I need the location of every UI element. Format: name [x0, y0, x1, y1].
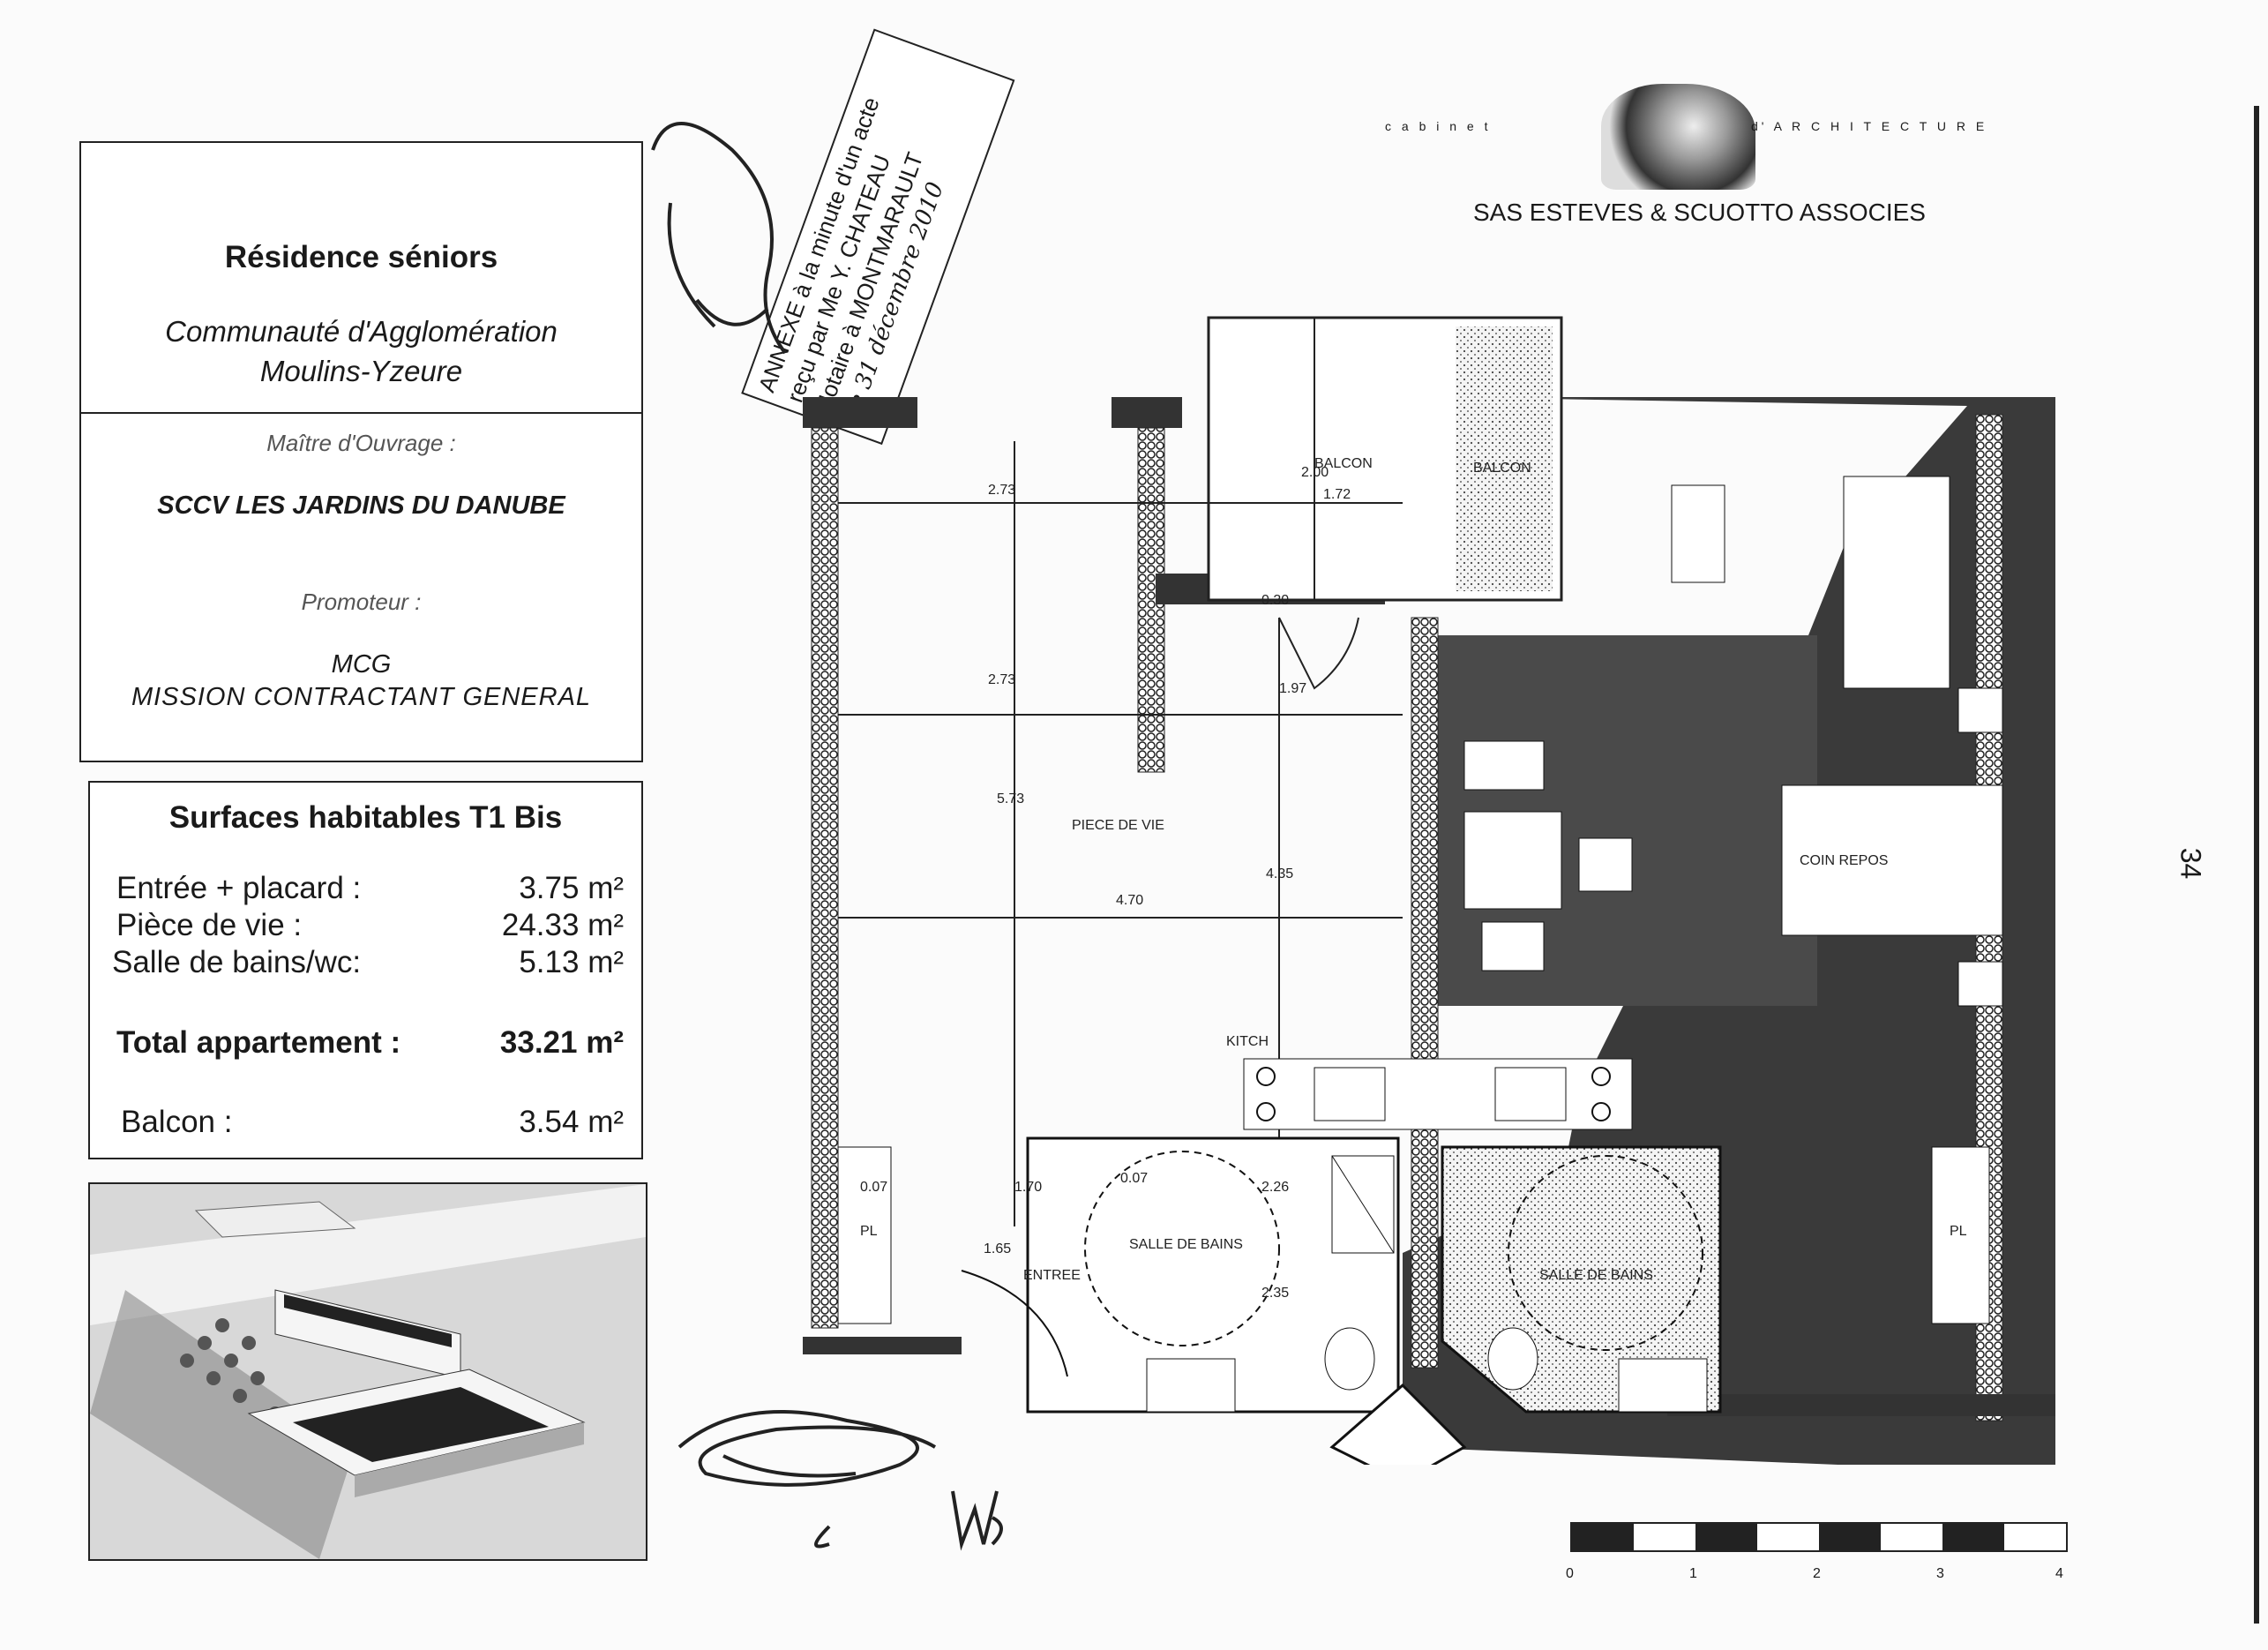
- balcony-label: Balcon :: [121, 1105, 233, 1139]
- dim-030: 0.30: [1261, 593, 1289, 608]
- project-info-box: Résidence séniors Communauté d'Aggloméra…: [79, 141, 643, 762]
- label-pl-left: PL: [860, 1224, 878, 1239]
- dim-200: 2.00: [1301, 465, 1329, 480]
- label-piece-de-vie: PIECE DE VIE: [1072, 818, 1164, 833]
- balcony-value: 3.54 m²: [519, 1105, 624, 1139]
- community-line-2: Moulins-Yzeure: [259, 355, 463, 387]
- page-number: 34: [2174, 847, 2207, 880]
- scale-tick-3: 3: [1936, 1566, 1944, 1581]
- label-balcon-left: BALCON: [1314, 456, 1373, 471]
- architect-header: c a b i n e t d' A R C H I T E C T U R E…: [1385, 84, 2002, 234]
- chair-top: [1463, 740, 1545, 791]
- scale-bar: [1570, 1522, 2068, 1552]
- dim-226: 2.26: [1261, 1180, 1289, 1195]
- dim-007b: 0.07: [860, 1180, 887, 1195]
- washbasin-right: [1618, 1358, 1708, 1413]
- promoter-line-1: MCG: [331, 650, 392, 679]
- owner-name: SCCV LES JARDINS DU DANUBE: [157, 491, 565, 520]
- total-label: Total appartement :: [116, 1025, 401, 1060]
- owner-label: Maître d'Ouvrage :: [266, 430, 456, 456]
- dim-007a: 0.07: [1120, 1171, 1148, 1186]
- residence-title: Résidence séniors: [224, 240, 498, 274]
- surface-value-piece: 24.33 m²: [501, 908, 624, 942]
- floor-plan: BALCON BALCON PIECE DE VIE REPAS COIN RE…: [803, 316, 2055, 1465]
- dim-165: 1.65: [984, 1241, 1011, 1256]
- promoter-label: Promoteur :: [301, 589, 422, 615]
- dim-170: 1.70: [1014, 1180, 1042, 1195]
- surfaces-box: Surfaces habitables T1 Bis Entrée + plac…: [88, 781, 643, 1159]
- closet-right: [1931, 1146, 1990, 1324]
- scale-ticks: 0 1 2 3 4: [1561, 1566, 2082, 1593]
- label-sdb-left: SALLE DE BAINS: [1129, 1237, 1243, 1252]
- balcony-right: [1456, 326, 1553, 591]
- surface-label-sdb: Salle de bains/wc:: [112, 945, 362, 979]
- label-entree: ENTREE: [1023, 1268, 1081, 1283]
- washbasin-left: [1146, 1358, 1236, 1413]
- surfaces-title: Surfaces habitables T1 Bis: [168, 800, 563, 835]
- header-cabinet: c a b i n e t: [1385, 119, 1492, 133]
- label-pl-right: PL: [1950, 1224, 1967, 1239]
- dim-235: 2.35: [1261, 1286, 1289, 1301]
- total-value: 33.21 m²: [499, 1025, 624, 1060]
- initials: [951, 1490, 1003, 1551]
- scale-tick-2: 2: [1813, 1566, 1821, 1581]
- logo-emblem: [1601, 84, 1755, 190]
- promoter-line-2: MISSION CONTRACTANT GENERAL: [131, 683, 592, 711]
- dim-273a: 2.73: [988, 483, 1015, 498]
- aerial-photo: [88, 1182, 647, 1561]
- wall-party: [1411, 617, 1439, 1369]
- scale-tick-0: 0: [1566, 1566, 1574, 1581]
- label-balcon-right: BALCON: [1473, 461, 1531, 476]
- surface-value-entree: 3.75 m²: [519, 871, 624, 905]
- header-architecture: d' A R C H I T E C T U R E: [1751, 119, 1988, 133]
- dim-197: 1.97: [1279, 681, 1306, 696]
- dim-172: 1.72: [1323, 487, 1351, 502]
- dim-435: 4.35: [1266, 866, 1293, 881]
- dim-273b: 2.73: [988, 672, 1015, 687]
- scale-tick-4: 4: [2055, 1566, 2063, 1581]
- signature-top: [651, 122, 787, 355]
- surface-label-entree: Entrée + placard :: [116, 871, 362, 905]
- label-kitch: KITCH: [1226, 1034, 1269, 1049]
- wall-left: [811, 427, 839, 1329]
- scale-tick-1: 1: [1689, 1566, 1697, 1581]
- dining-table: [1463, 811, 1562, 910]
- surface-label-piece: Pièce de vie :: [116, 908, 303, 942]
- wall-top-left: [803, 397, 917, 428]
- surface-value-sdb: 5.13 m²: [519, 945, 624, 979]
- sofa: [1843, 476, 1950, 689]
- community-line-1: Communauté d'Agglomération: [165, 315, 558, 348]
- label-coin-repos: COIN REPOS: [1800, 853, 1888, 868]
- closet-left: [837, 1146, 892, 1324]
- dim-470: 4.70: [1116, 893, 1143, 908]
- label-repas: REPAS: [1486, 853, 1533, 868]
- aerial-photo-drawing: [90, 1184, 646, 1559]
- signature-bottom: [677, 1410, 937, 1549]
- firm-name: SAS ESTEVES & SCUOTTO ASSOCIES: [1473, 199, 1926, 226]
- info-divider: [81, 412, 641, 414]
- kitchen-counter: [1243, 1058, 1633, 1130]
- bed: [1781, 784, 2003, 936]
- label-sdb-right: SALLE DE BAINS: [1539, 1268, 1653, 1283]
- dim-573: 5.73: [997, 791, 1024, 806]
- page-edge: [2254, 106, 2259, 1624]
